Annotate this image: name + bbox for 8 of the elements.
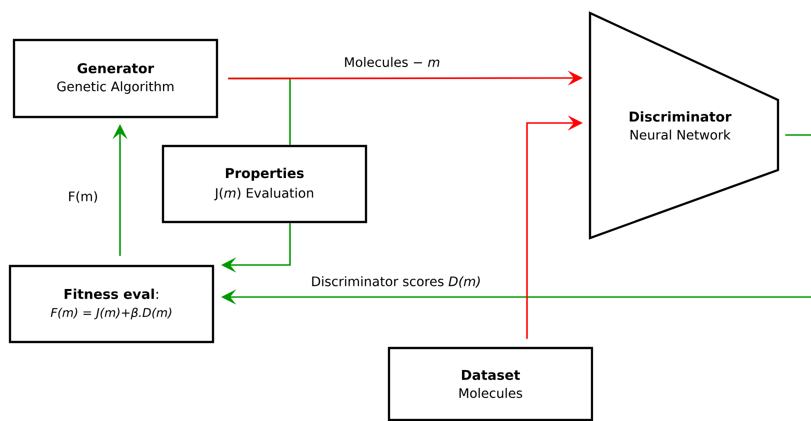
process-box: Dataset Molecules [388, 346, 594, 421]
connector-line [785, 134, 811, 136]
edge-label: Molecules − m [342, 56, 442, 68]
process-box: Properties J(m) Evaluation [162, 144, 368, 224]
edge-label: Discriminator scores D(m) [310, 275, 482, 289]
process-box: Fitness eval: F(m) = J(m)+β.D(m) [8, 264, 214, 344]
process-box: Generator Genetic Algorithm [12, 38, 218, 118]
edge-label: F(m) [66, 190, 100, 204]
